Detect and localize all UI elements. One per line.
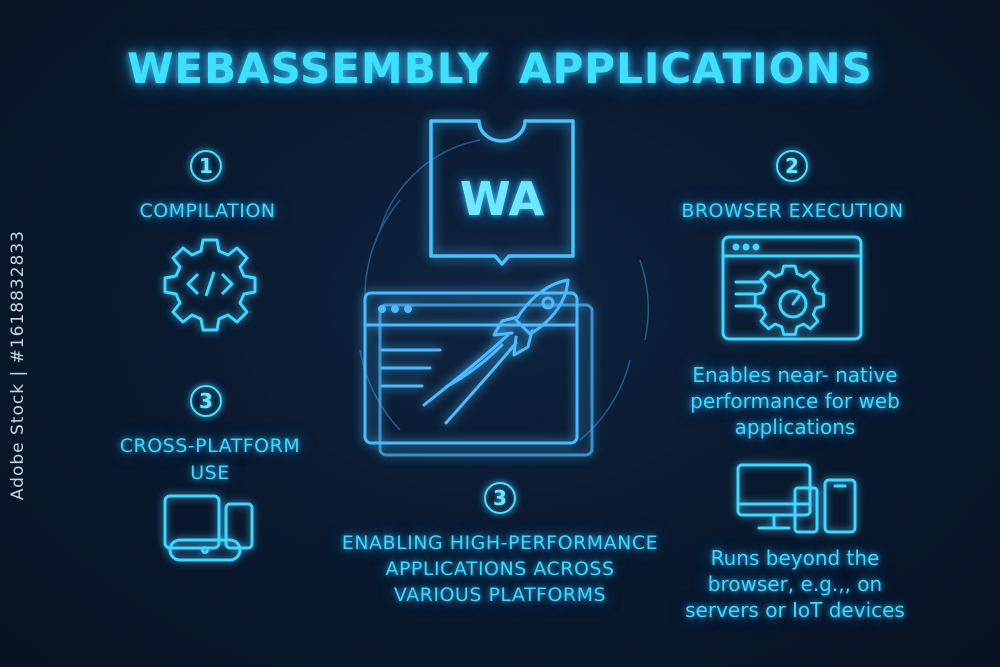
- center-illustration: [359, 139, 649, 441]
- gear-code-icon: [163, 238, 257, 332]
- devices-icon: [736, 463, 857, 534]
- stock-watermark: Adobe Stock | #1618832833: [8, 230, 28, 501]
- step-3b-label-line-1: ENABLING HIGH-PERFORMANCE: [341, 532, 659, 554]
- step-2-description-line-1: Enables near- native: [692, 363, 898, 387]
- step-3b-label-line-3: VARIOUS PLATFORMS: [393, 584, 607, 606]
- step-2-description-line-3: applications: [734, 415, 856, 439]
- cross-platform-icon: [163, 494, 254, 562]
- devices-description-line-1: Runs beyond the: [710, 546, 880, 570]
- browser-gear-icon: [721, 235, 863, 341]
- wasm-logo-text: WA: [459, 172, 545, 226]
- page-title: WEBASSEMBLY APPLICATIONS: [127, 44, 873, 93]
- devices-description-line-3: servers or IoT devices: [685, 598, 905, 622]
- devices-description-line-2: browser, e.g.,, on: [707, 572, 883, 596]
- step-2-description-line-2: performance for web: [690, 389, 900, 413]
- step-1-label: COMPILATION: [139, 200, 276, 222]
- step-3-label-line-1: CROSS-PLATFORM: [119, 435, 301, 457]
- browser-rocket-icon: [363, 278, 594, 457]
- step-2-label: BROWSER EXECUTION: [681, 200, 904, 222]
- step-3-label-line-2: USE: [190, 462, 230, 484]
- step-2-number: 2: [776, 150, 808, 182]
- step-3-number: 3: [190, 385, 222, 417]
- wasm-logo-box: [429, 119, 575, 266]
- step-3b-number: 3: [484, 482, 516, 514]
- step-3b-label-line-2: APPLICATIONS ACROSS: [385, 558, 615, 580]
- step-1-number: 1: [190, 150, 222, 182]
